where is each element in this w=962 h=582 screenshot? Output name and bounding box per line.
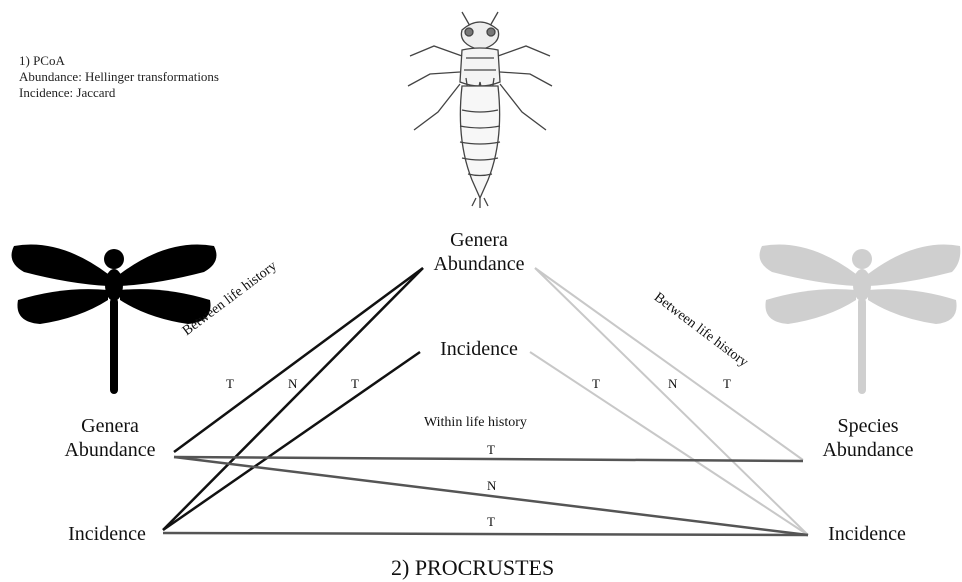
node-right-incidence: Incidence <box>812 522 922 546</box>
node-line: Abundance <box>50 438 170 462</box>
edge-label-left-n: N <box>288 376 297 392</box>
pcoa-step-label: 1) PCoA <box>19 53 219 69</box>
methods-note: 1) PCoA Abundance: Hellinger transformat… <box>19 53 219 101</box>
edges-within <box>163 457 808 535</box>
edge-label-left-t1: T <box>226 376 234 392</box>
larva-drawing-icon <box>408 12 552 208</box>
dragonfly-silhouette-icon <box>760 245 961 394</box>
edge-label-mid-t2: T <box>487 514 495 530</box>
procrustes-title: 2) PROCRUSTES <box>391 555 554 581</box>
edge-label-right-n: N <box>668 376 677 392</box>
edge-label-mid-t1: T <box>487 442 495 458</box>
node-line: Genera <box>50 414 170 438</box>
incidence-transform-note: Incidence: Jaccard <box>19 85 219 101</box>
abundance-transform-note: Abundance: Hellinger transformations <box>19 69 219 85</box>
node-line: Abundance <box>808 438 928 462</box>
node-right-species-abundance: Species Abundance <box>808 414 928 462</box>
node-line: Species <box>808 414 928 438</box>
node-line: Abundance <box>419 252 539 276</box>
node-left-genera-abundance: Genera Abundance <box>50 414 170 462</box>
node-line: Genera <box>419 228 539 252</box>
edge-label-right-t1: T <box>592 376 600 392</box>
node-top-genera-abundance: Genera Abundance <box>419 228 539 276</box>
edge-label-left-t2: T <box>351 376 359 392</box>
node-top-incidence: Incidence <box>419 337 539 361</box>
edge-label-right-t2: T <box>723 376 731 392</box>
within-life-history-label: Within life history <box>424 415 527 431</box>
dragonfly-silhouette-icon <box>12 245 217 394</box>
edge-label-mid-n: N <box>487 478 496 494</box>
node-left-incidence: Incidence <box>52 522 162 546</box>
